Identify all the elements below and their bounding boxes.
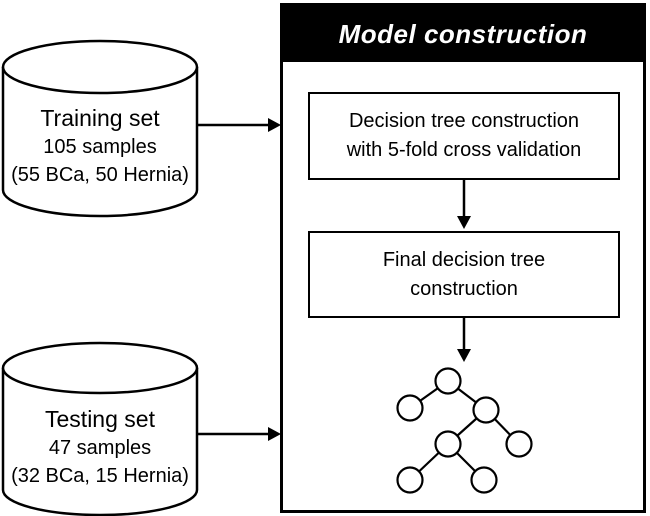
testing-set-samples: 47 samples [48,437,152,459]
step-decision-tree-construction: Decision tree construction with 5-fold c… [308,92,620,180]
training-to-model-arrow [197,118,281,132]
training-set-label: Training set 105 samples (55 BCa, 50 Her… [2,103,198,189]
step2-to-tree-arrow [457,318,471,362]
step2-text-line1: Final decision tree [382,248,546,271]
testing-to-model-arrow [196,427,281,441]
model-construction-panel: Model construction [280,3,646,513]
training-set-title: Training set [40,105,160,131]
decision-tree-icon [396,367,533,494]
step-final-decision-tree: Final decision tree construction [308,231,620,318]
step1-text-line2: with 5-fold cross validation [346,139,582,161]
testing-set-title: Testing set [45,406,155,432]
step1-to-step2-arrow [457,180,471,229]
step1-text-line1: Decision tree construction [348,110,580,132]
step2-text-line2: construction [410,277,518,300]
testing-database-icon [1,341,199,516]
training-database-icon [1,39,199,218]
training-set-breakdown: (55 BCa, 50 Hernia) [11,164,189,186]
model-construction-header: Model construction [283,6,643,62]
panel-title: Model construction [338,18,588,49]
training-set-samples: 105 samples [43,136,157,158]
testing-set-breakdown: (32 BCa, 15 Hernia) [11,465,189,487]
testing-set-label: Testing set 47 samples (32 BCa, 15 Herni… [2,404,198,490]
